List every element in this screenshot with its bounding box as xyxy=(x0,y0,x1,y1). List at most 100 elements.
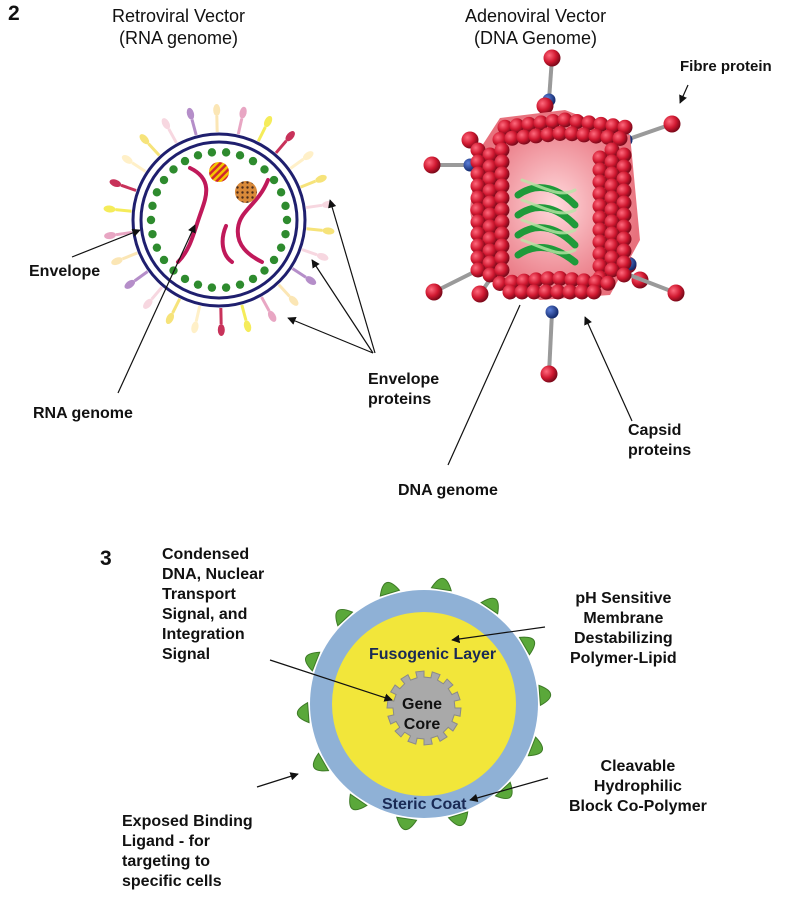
retroviral-vector-title: Retroviral Vector (RNA genome) xyxy=(112,6,246,48)
binding-ligand xyxy=(518,636,536,656)
capsomer xyxy=(470,202,486,218)
label-ph-sensitive: pH Sensitive Membrane Destabilizing Poly… xyxy=(570,590,677,667)
envelope-protein xyxy=(165,312,175,325)
capsomer xyxy=(545,113,561,129)
capsomer xyxy=(616,231,632,247)
capsomer xyxy=(616,147,632,163)
envelope-protein xyxy=(124,279,136,289)
capsomer xyxy=(592,162,608,178)
genome-dot xyxy=(260,266,269,275)
envelope-protein xyxy=(288,295,299,306)
capsomer xyxy=(600,129,616,145)
envelope-protein xyxy=(239,106,247,119)
capsomer xyxy=(592,222,608,238)
binding-ligand xyxy=(379,582,401,597)
envelope-protein xyxy=(213,104,221,117)
fibre-knob xyxy=(423,156,441,174)
capsomer xyxy=(470,214,486,230)
capsomer xyxy=(604,238,620,254)
capsomer xyxy=(482,171,498,187)
binding-ligand xyxy=(447,811,469,826)
capsomer xyxy=(604,262,620,278)
capsomer xyxy=(605,118,621,134)
genome-dot xyxy=(235,280,245,289)
label-dna-genome: DNA genome xyxy=(398,482,498,499)
binding-ligands xyxy=(296,577,552,831)
envelope-protein xyxy=(315,174,327,183)
genome-dot xyxy=(221,283,231,292)
label-condensed-dna: Condensed DNA, Nuclear Transport Signal,… xyxy=(162,546,265,663)
capsomer xyxy=(470,250,486,266)
capsomer xyxy=(470,262,486,278)
capsomer xyxy=(509,118,525,134)
capsomer xyxy=(562,284,578,300)
label-gene-core: Gene Core xyxy=(402,696,443,733)
capsomer xyxy=(616,195,632,211)
genome-dot xyxy=(260,165,269,174)
capsomer xyxy=(526,284,542,300)
binding-ligand xyxy=(296,701,310,724)
binding-ligand xyxy=(430,577,452,592)
genome-dot xyxy=(148,201,157,211)
synthetic-vector xyxy=(296,577,552,831)
dna-helix xyxy=(514,178,579,266)
capsomer xyxy=(616,255,632,271)
capsomer xyxy=(494,226,510,242)
fibre-knob xyxy=(543,49,561,67)
capsid-proteins xyxy=(470,112,633,300)
capsomer xyxy=(533,115,549,131)
rna-strand-left xyxy=(176,166,209,264)
capsomer xyxy=(494,190,510,206)
capsomer xyxy=(604,178,620,194)
capsomer xyxy=(604,226,620,242)
binding-ligand xyxy=(396,816,418,831)
genome-dot xyxy=(148,229,157,239)
capsomer xyxy=(494,202,510,218)
envelope-protein xyxy=(139,134,150,145)
genome-dot xyxy=(207,283,217,292)
capsomer xyxy=(593,116,609,132)
capsomer xyxy=(592,246,608,262)
binding-ligand xyxy=(305,651,321,672)
capsomer xyxy=(470,142,486,158)
genome-dot xyxy=(248,274,258,284)
capsomer xyxy=(557,112,573,128)
label-fibre-protein: Fibre protein xyxy=(680,58,772,75)
capsomer xyxy=(586,284,602,300)
capsomer xyxy=(604,190,620,206)
capsomer xyxy=(574,284,590,300)
capsomer xyxy=(470,226,486,242)
genome-dot xyxy=(235,151,245,160)
capsomer xyxy=(514,284,530,300)
capsomer xyxy=(494,166,510,182)
envelope-protein xyxy=(322,227,335,235)
capsomer xyxy=(482,219,498,235)
capsomer xyxy=(494,214,510,230)
fibre-knob xyxy=(540,365,558,383)
genome-core-dots xyxy=(146,148,292,292)
capsomer xyxy=(564,126,580,142)
capsomer xyxy=(616,243,632,259)
label-fusogenic-layer: Fusogenic Layer xyxy=(369,646,497,663)
genome-dot xyxy=(169,165,178,174)
capsomer xyxy=(616,267,632,283)
label-cleavable: Cleavable Hydrophilic Block Co-Polymer xyxy=(569,758,707,815)
capsomer xyxy=(482,147,498,163)
capsomer xyxy=(521,116,537,132)
envelope-protein xyxy=(103,205,116,213)
capsomer xyxy=(581,115,597,131)
capsomer xyxy=(569,113,585,129)
capsomer xyxy=(482,195,498,211)
capsomer xyxy=(482,255,498,271)
label-envelope: Envelope xyxy=(29,263,101,280)
envelope-protein xyxy=(111,257,123,266)
envelope-protein xyxy=(217,323,225,336)
binding-ligand xyxy=(312,752,330,772)
capsomer xyxy=(616,183,632,199)
envelope-protein xyxy=(302,151,314,161)
genome-dot xyxy=(159,255,169,265)
rna-strand-right xyxy=(235,178,270,264)
capsomer xyxy=(576,127,592,143)
genome-dot xyxy=(269,175,279,185)
